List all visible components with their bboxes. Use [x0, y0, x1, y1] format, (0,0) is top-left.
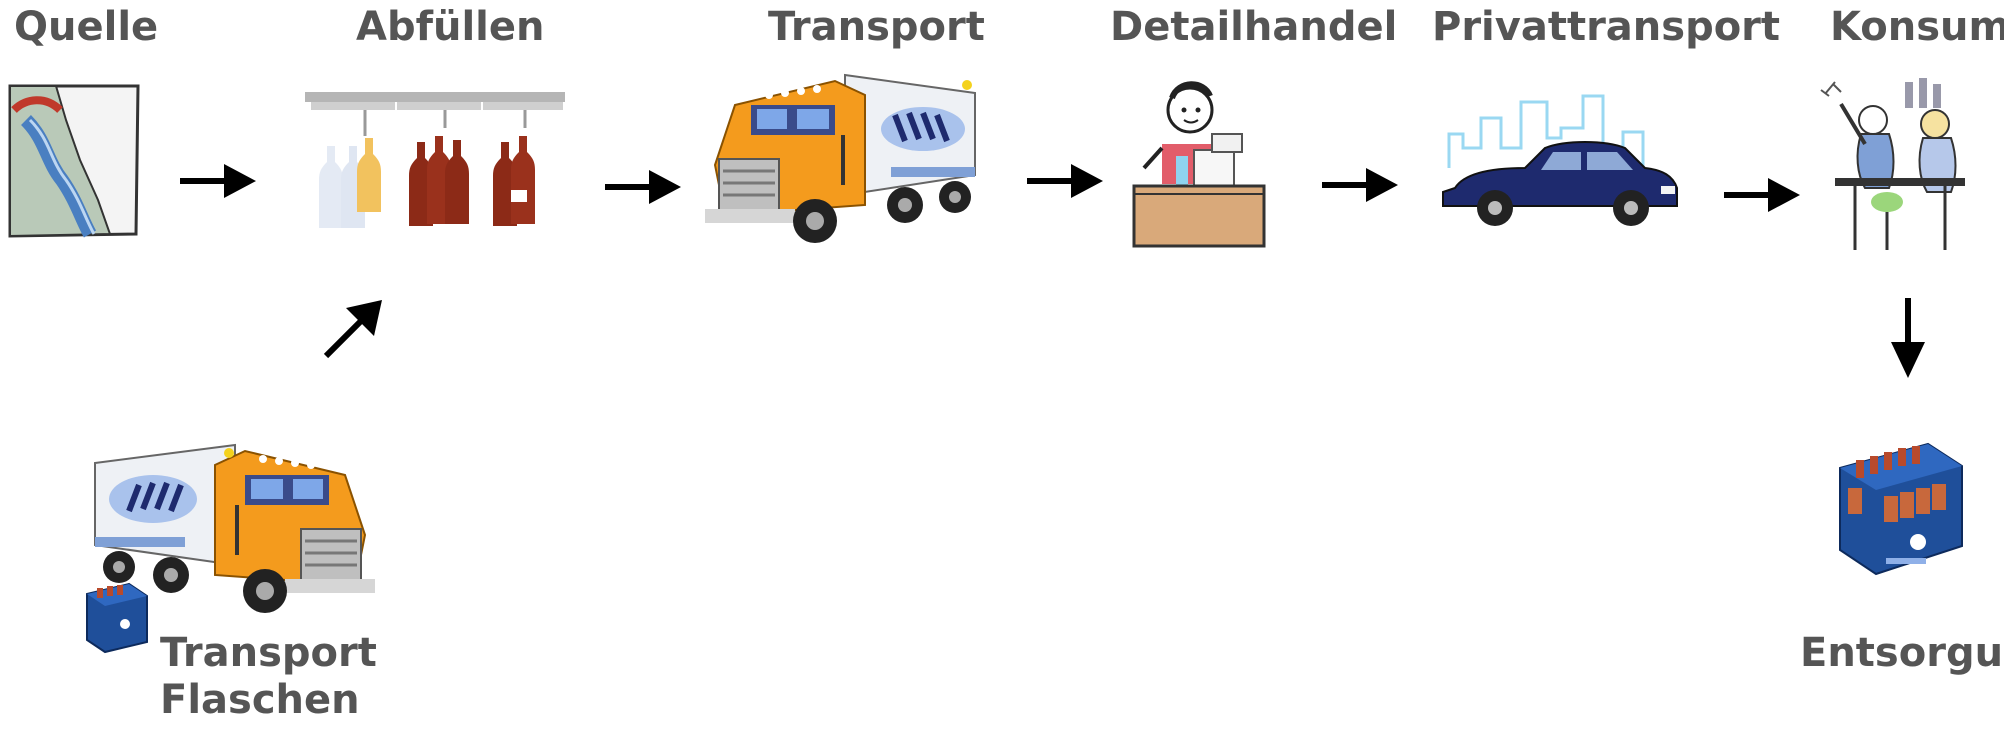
spring-water-icon	[8, 84, 140, 238]
arrow-transport-flaschen-to-abfuellen	[323, 300, 382, 359]
label-transport-flaschen-line-1: Transport	[160, 630, 377, 676]
label-detailhandel: Detailhandel	[1110, 4, 1398, 50]
label-transport-flaschen: Transport Flaschen	[160, 630, 377, 724]
arrow-transport-to-detailhandel	[1027, 164, 1103, 198]
bar-people-icon	[1820, 78, 1965, 250]
label-abfuellen: Abfüllen	[356, 4, 545, 50]
label-konsum: Konsum	[1830, 4, 2004, 50]
label-transport: Transport	[768, 4, 985, 50]
arrow-abfuellen-to-transport	[605, 170, 681, 204]
truck-with-crate-icon	[86, 443, 375, 654]
label-entsorgung: Entsorgung	[1800, 630, 2004, 676]
label-quelle: Quelle	[14, 4, 159, 50]
bottling-line-icon	[305, 92, 565, 228]
car-icon	[1442, 94, 1678, 226]
label-privattransport: Privattransport	[1432, 4, 1781, 50]
arrow-detailhandel-to-privattransport	[1322, 168, 1398, 202]
arrow-konsum-to-entsorgung	[1891, 298, 1925, 378]
arrow-privattransport-to-konsum	[1724, 178, 1800, 212]
label-transport-flaschen-line-2: Flaschen	[160, 677, 360, 724]
bottle-crate-icon	[1839, 442, 1963, 576]
arrow-quelle-to-abfuellen	[180, 164, 256, 198]
shop-cashier-icon	[1132, 81, 1266, 248]
truck-icon	[705, 73, 976, 243]
